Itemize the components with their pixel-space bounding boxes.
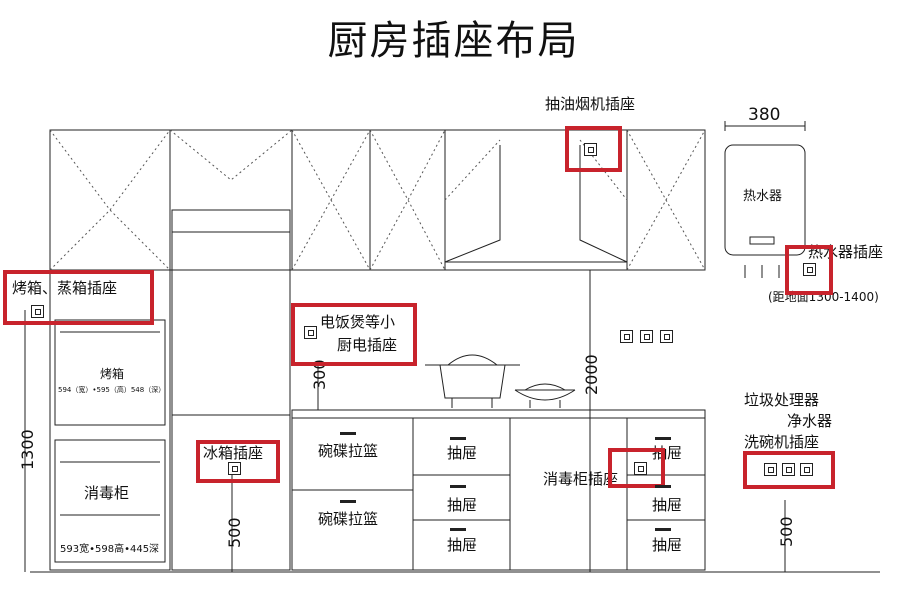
oven-steam-socket-highlight [3, 270, 154, 325]
dimension-2000: 2000 [582, 354, 601, 395]
right-label-line3: 洗碗机插座 [744, 433, 820, 451]
drawer-handle [655, 528, 671, 531]
dimension-1300: 1300 [18, 429, 37, 470]
right-socket-highlight [743, 451, 835, 489]
disinfect-unit [54, 439, 166, 563]
fridge-socket-highlight [196, 440, 280, 483]
right-socket-icon-3 [800, 463, 813, 476]
fridge-socket-icon [228, 462, 241, 475]
basket-label-1: 碗碟拉篮 [318, 442, 379, 460]
drawer-handle [450, 485, 466, 488]
basket-label-2: 碗碟拉篮 [318, 510, 379, 528]
fridge-socket-label: 冰箱插座 [203, 444, 264, 462]
disinfect-cabinet-label: 消毒柜 [84, 484, 130, 502]
oven-label: 烤箱 [100, 367, 125, 381]
oven-spec: 594（宽）•595（高）548（深） [58, 386, 166, 394]
hood-socket-icon [584, 143, 597, 156]
small-appliance-socket-line1: 电饭煲等小 [320, 313, 396, 331]
drawer-label-3: 抽屉 [447, 536, 478, 554]
heater-socket-icon [803, 263, 816, 276]
drawer-handle [655, 485, 671, 488]
small-appliance-socket-line2: 厨电插座 [337, 336, 398, 354]
heater-width-dimension: 380 [748, 105, 781, 125]
drawer-handle [655, 437, 671, 440]
water-heater [724, 144, 806, 256]
disinfect-socket-label: 消毒柜插座 [543, 470, 619, 488]
right-label-line2: 净水器 [787, 412, 833, 430]
right-socket-icon-2 [782, 463, 795, 476]
dimension-500-left: 500 [225, 517, 244, 548]
dimension-500-right: 500 [777, 516, 796, 547]
spare-socket-icon-1 [620, 330, 633, 343]
pot [439, 364, 506, 399]
oven-socket-icon [31, 305, 44, 318]
hood-socket-highlight [565, 126, 622, 172]
page-title: 厨房插座布局 [327, 18, 580, 64]
upper-cabinet-row [49, 129, 706, 271]
drawer-handle [450, 528, 466, 531]
spare-socket-icon-2 [640, 330, 653, 343]
drawer-label-5: 抽屉 [652, 496, 683, 514]
disinfect-socket-icon [634, 462, 647, 475]
right-socket-icon-1 [764, 463, 777, 476]
oven-unit [54, 319, 166, 426]
basket-handle [340, 432, 356, 435]
heater-socket-highlight [785, 245, 833, 295]
spare-socket-icon-3 [660, 330, 673, 343]
right-label-line1: 垃圾处理器 [744, 391, 820, 409]
drawer-handle [450, 437, 466, 440]
basket-handle [340, 500, 356, 503]
wok [514, 389, 576, 401]
hood-socket-label: 抽油烟机插座 [545, 95, 636, 113]
fridge [171, 209, 291, 571]
drawer-label-2: 抽屉 [447, 496, 478, 514]
disinfect-socket-highlight [608, 448, 665, 488]
disinfect-spec: 593宽•598高•445深 [60, 544, 160, 555]
oven-steam-socket-label: 烤箱、蒸箱插座 [12, 279, 118, 297]
water-heater-label: 热水器 [743, 189, 783, 204]
small-appliance-socket-icon [304, 326, 317, 339]
drawer-label-1: 抽屉 [447, 444, 478, 462]
drawer-label-6: 抽屉 [652, 536, 683, 554]
small-appliance-socket-highlight [291, 303, 417, 366]
